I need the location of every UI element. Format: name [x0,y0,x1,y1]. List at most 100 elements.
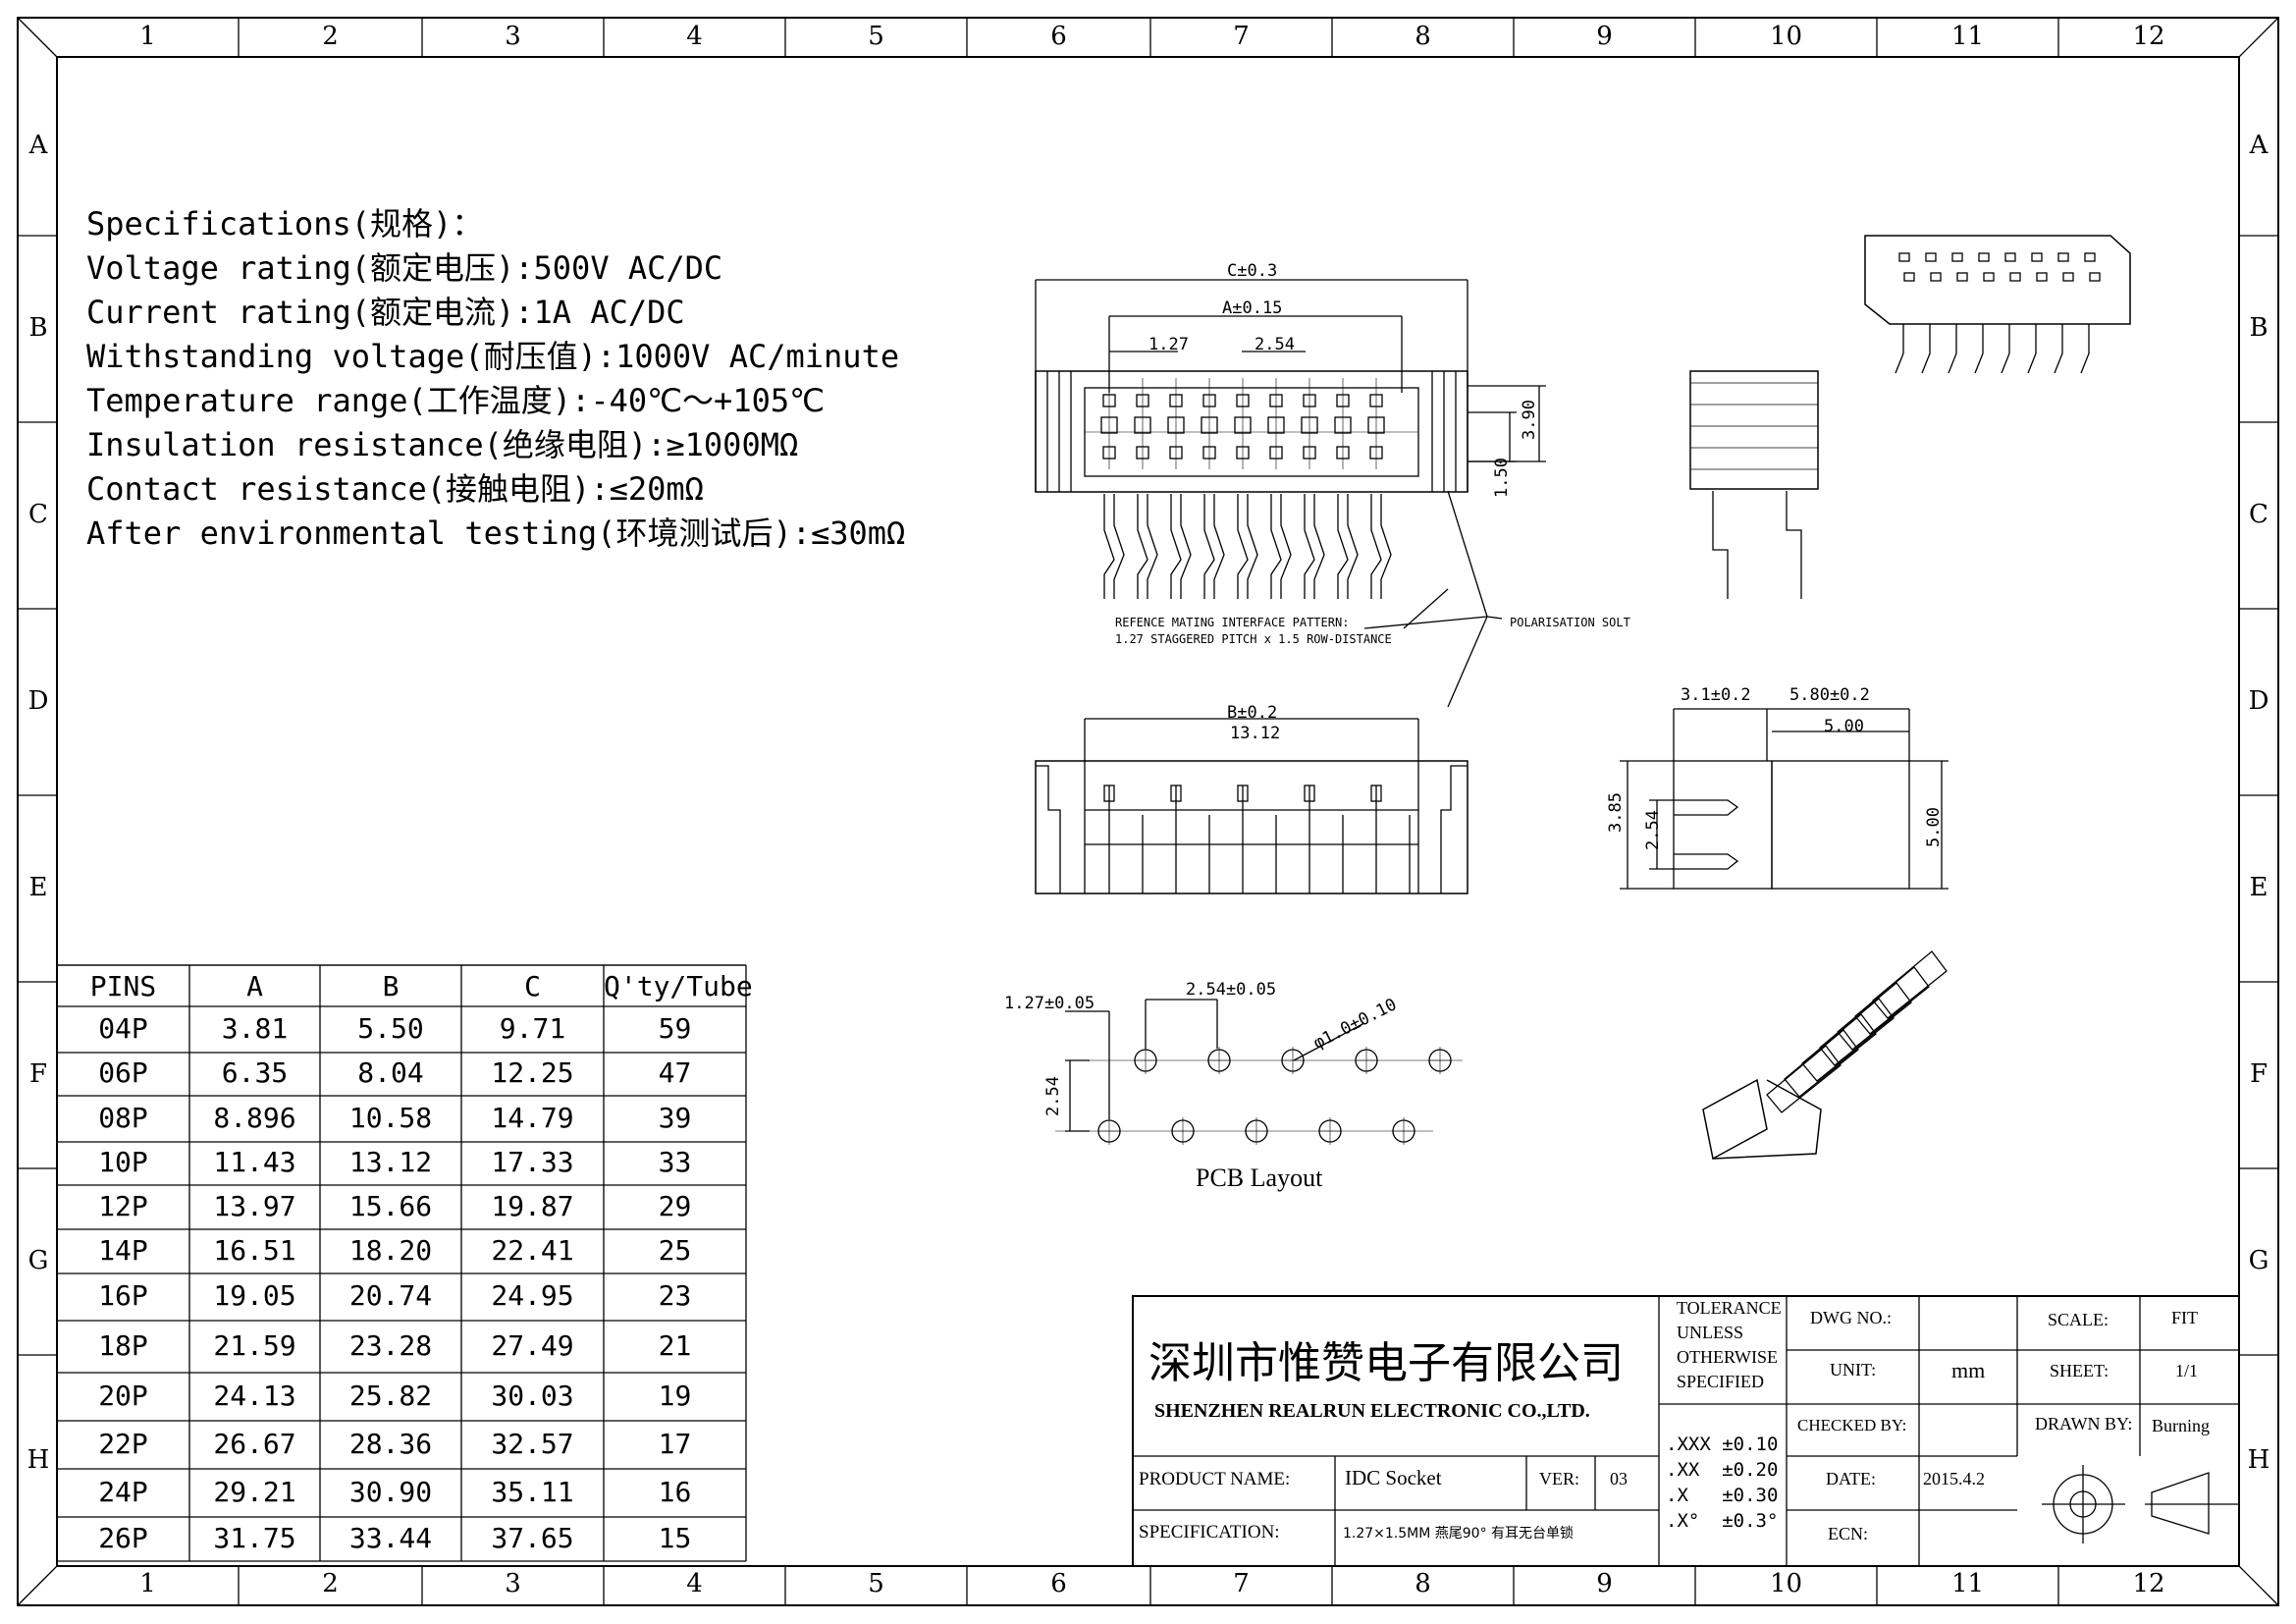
scale-value: FIT [2171,1308,2198,1327]
leader [1403,588,1449,629]
pcb-layout-title: PCB Layout [1196,1164,1323,1192]
spec-insulation: Insulation resistance(绝缘电阻):≥1000MΩ [86,426,799,463]
zone-column-label: 1 [139,22,156,51]
zone-column-label: 5 [868,1569,884,1598]
company-name-en: SHENZHEN REALRUN ELECTRONIC CO.,LTD. [1154,1400,1590,1422]
zone-row-label: A [2249,131,2269,160]
dim-side-254: 2.54 [1643,810,1663,850]
scale-label: SCALE: [2048,1310,2109,1329]
table-cell: 8.04 [357,1056,424,1089]
front-view-body [1035,760,1468,894]
zone-row-label: C [28,500,48,529]
iso-lead [2080,324,2090,374]
frame-corner [2238,1565,2279,1606]
table-cell: 29.21 [213,1475,296,1508]
side-lower-right [1771,760,1910,890]
side-pin [1712,491,1802,599]
tol-value-4: .X° ±0.3° [1666,1510,1779,1532]
zone-row-label: H [27,1444,50,1475]
drawn-label: DRAWN BY: [2035,1414,2133,1434]
iso-lead [1921,324,1931,374]
zone-column-label: 11 [1950,1569,1985,1598]
zone-column-label: 3 [505,1569,521,1598]
zone-column-label: 1 [139,1569,156,1598]
spec-temperature: Temperature range(工作温度):-40℃～+105℃ [86,382,826,419]
zone-row-label: E [2249,873,2269,902]
iso-bottom-body [1702,1078,1768,1161]
dim-side-31: 3.1±0.2 [1681,685,1751,705]
table-cell: 12P [98,1189,148,1222]
iso-contact [1930,272,1942,282]
spec-current: Current rating(额定电流):1A AC/DC [86,294,685,331]
frame-corner [17,17,58,58]
pin-lead [1304,494,1325,599]
table-cell: 13.12 [348,1146,433,1178]
table-cell: 19 [658,1379,692,1412]
leader [1293,1022,1365,1061]
table-cell: 9.71 [499,1011,566,1045]
iso-top-body [1864,235,2131,325]
zone-column-label: 5 [868,22,884,51]
product-name-label: PRODUCT NAME: [1139,1469,1291,1489]
leader [1363,616,1488,629]
table-cell: 47 [658,1056,692,1089]
table-cell: 21 [658,1328,692,1362]
iso-lead [2001,324,2010,374]
table-cell: 26.67 [213,1427,296,1460]
tolerance-1: TOLERANCE [1677,1298,1782,1318]
table-cell: 15.66 [348,1189,433,1222]
table-cell: 10P [98,1146,148,1178]
zone-column-label: 10 [1769,22,1803,51]
pin-lead [1337,494,1359,599]
table-cell: 16.51 [213,1233,296,1267]
dim-side-500: 5.00 [1824,717,1864,736]
ref-pattern-2: 1.27 STAGGERED PITCH x 1.5 ROW-DISTANCE [1115,632,1392,646]
table-cell: 5.50 [357,1011,424,1045]
front-ear [1440,765,1468,893]
table-cell: 23 [658,1279,692,1312]
iso-lead [2054,324,2063,374]
spec-withstanding: Withstanding voltage(耐压值):1000V AC/minut… [86,338,900,375]
pcb-254: 2.54±0.05 [1186,980,1277,1000]
dim-b: B±0.2 [1227,703,1278,723]
iso-bottom-contact [1784,1029,1859,1098]
table-cell: 15 [658,1521,692,1554]
tol-value-3: .X ±0.30 [1666,1485,1779,1506]
date-value: 2015.4.2 [1923,1469,1985,1489]
table-cell: 32.57 [491,1427,574,1460]
front-ear [1036,765,1061,893]
specification-label: SPECIFICATION: [1139,1522,1280,1543]
zone-column-label: 11 [1950,22,1985,51]
pin-lead [1137,494,1158,599]
iso-contact [2089,272,2101,282]
iso-contact [2031,252,2043,262]
iso-lead [1948,324,1957,374]
dim-390: 3.90 [1520,400,1539,440]
unit-label: UNIT: [1830,1360,1877,1380]
iso-contact [2009,272,2021,282]
polarisation-label: POLARISATION SOLT [1510,616,1630,629]
iso-bottom-body [1712,1079,1822,1160]
zone-column-label: 9 [1596,22,1613,51]
table-cell: 19.05 [213,1279,296,1312]
ver-value: 03 [1610,1469,1628,1489]
table-cell: 06P [98,1056,148,1089]
table-header: PINS [89,970,157,1002]
side-view-upper [1689,370,1819,490]
pin-lead [1170,494,1192,599]
table-cell: 30.90 [348,1475,433,1508]
table-cell: 28.36 [348,1427,433,1460]
iso-contact [1956,272,1968,282]
zone-row-label: B [2249,313,2269,343]
zone-column-label: 8 [1415,22,1431,51]
table-cell: 39 [658,1101,692,1134]
table-cell: 22.41 [491,1233,574,1267]
frame-corner [17,1565,58,1606]
table-cell: 35.11 [491,1475,574,1508]
iso-bottom-contact [1854,966,1930,1035]
table-cell: 24P [98,1475,148,1508]
company-name-cn: 深圳市惟赞电子有限公司 [1148,1338,1624,1388]
side-lower-pin [1674,799,1739,816]
date-label: DATE: [1826,1469,1876,1489]
leader [1486,616,1503,620]
